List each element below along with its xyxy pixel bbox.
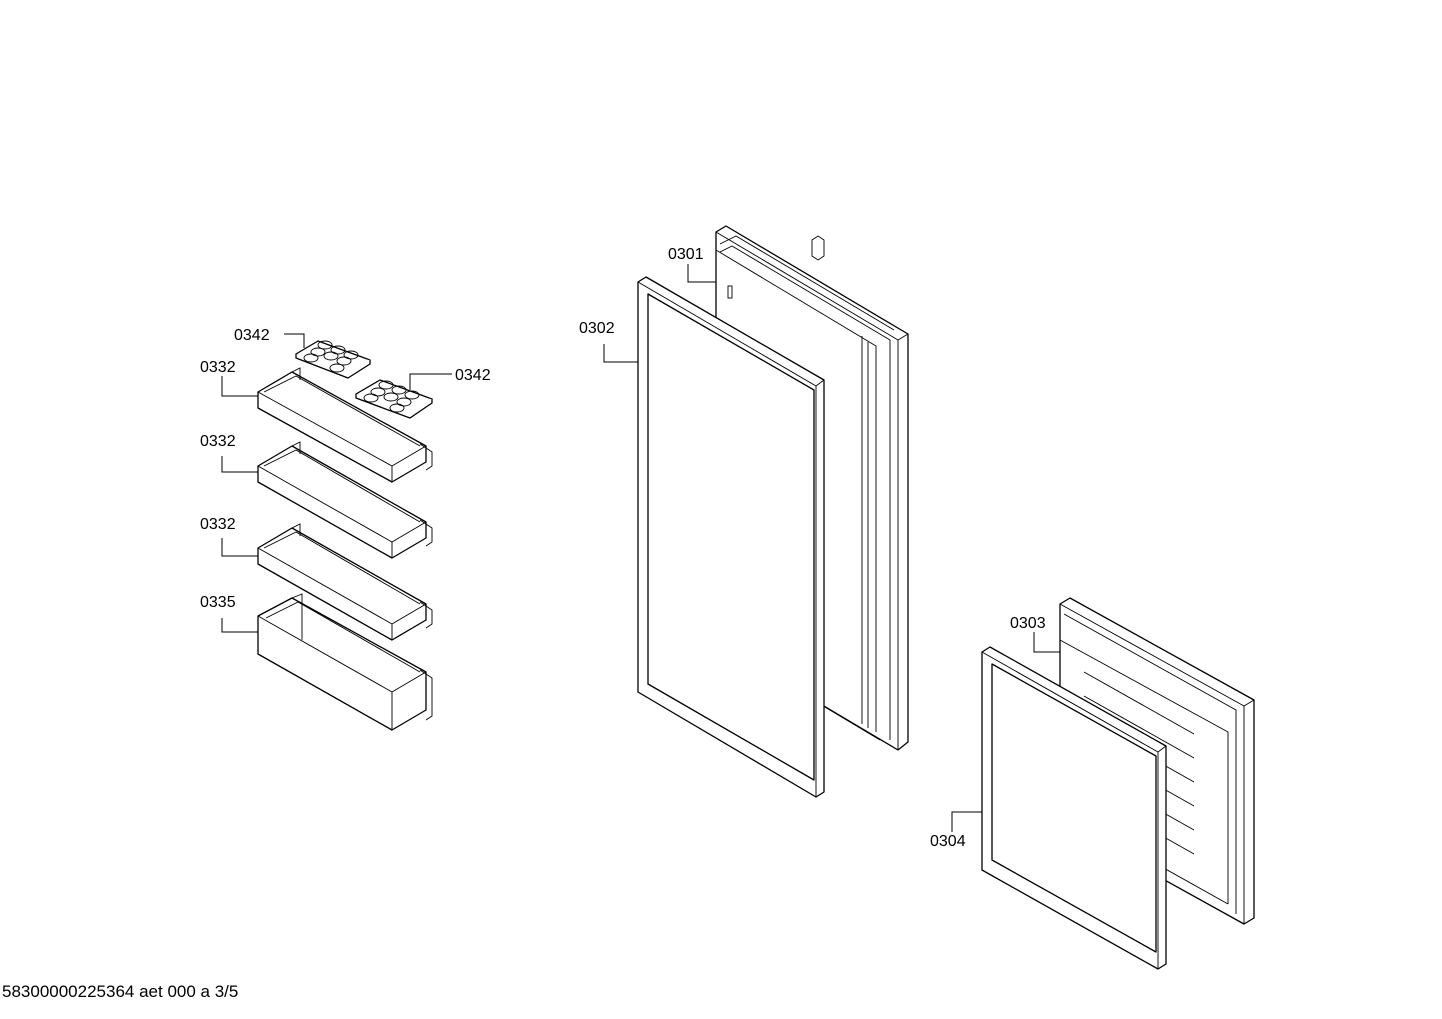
label-shelf-2: 0332 [200, 433, 236, 450]
freezer-gasket [981, 646, 1167, 970]
bottle-shelf [257, 593, 433, 731]
egg-tray-left [295, 340, 371, 379]
door-gasket [637, 276, 825, 798]
label-door-frame: 0301 [668, 246, 704, 263]
door-shelf-3 [257, 523, 433, 641]
label-egg-tray-left: 0342 [234, 327, 270, 344]
label-bottle-shelf: 0335 [200, 594, 236, 611]
leader-lines [221, 264, 1060, 832]
label-shelf-3: 0332 [200, 516, 236, 533]
label-door-gasket: 0302 [579, 320, 615, 337]
footer-reference: 58300000225364 aet 000 a 3/5 [2, 982, 238, 1001]
door-shelf-1 [257, 367, 433, 483]
door-shelf-2 [257, 441, 433, 559]
label-freezer-door: 0303 [1010, 615, 1046, 632]
label-shelf-1: 0332 [200, 359, 236, 376]
egg-tray-right [355, 379, 433, 419]
label-egg-tray-right: 0342 [455, 367, 491, 384]
label-freezer-gasket: 0304 [930, 833, 966, 850]
